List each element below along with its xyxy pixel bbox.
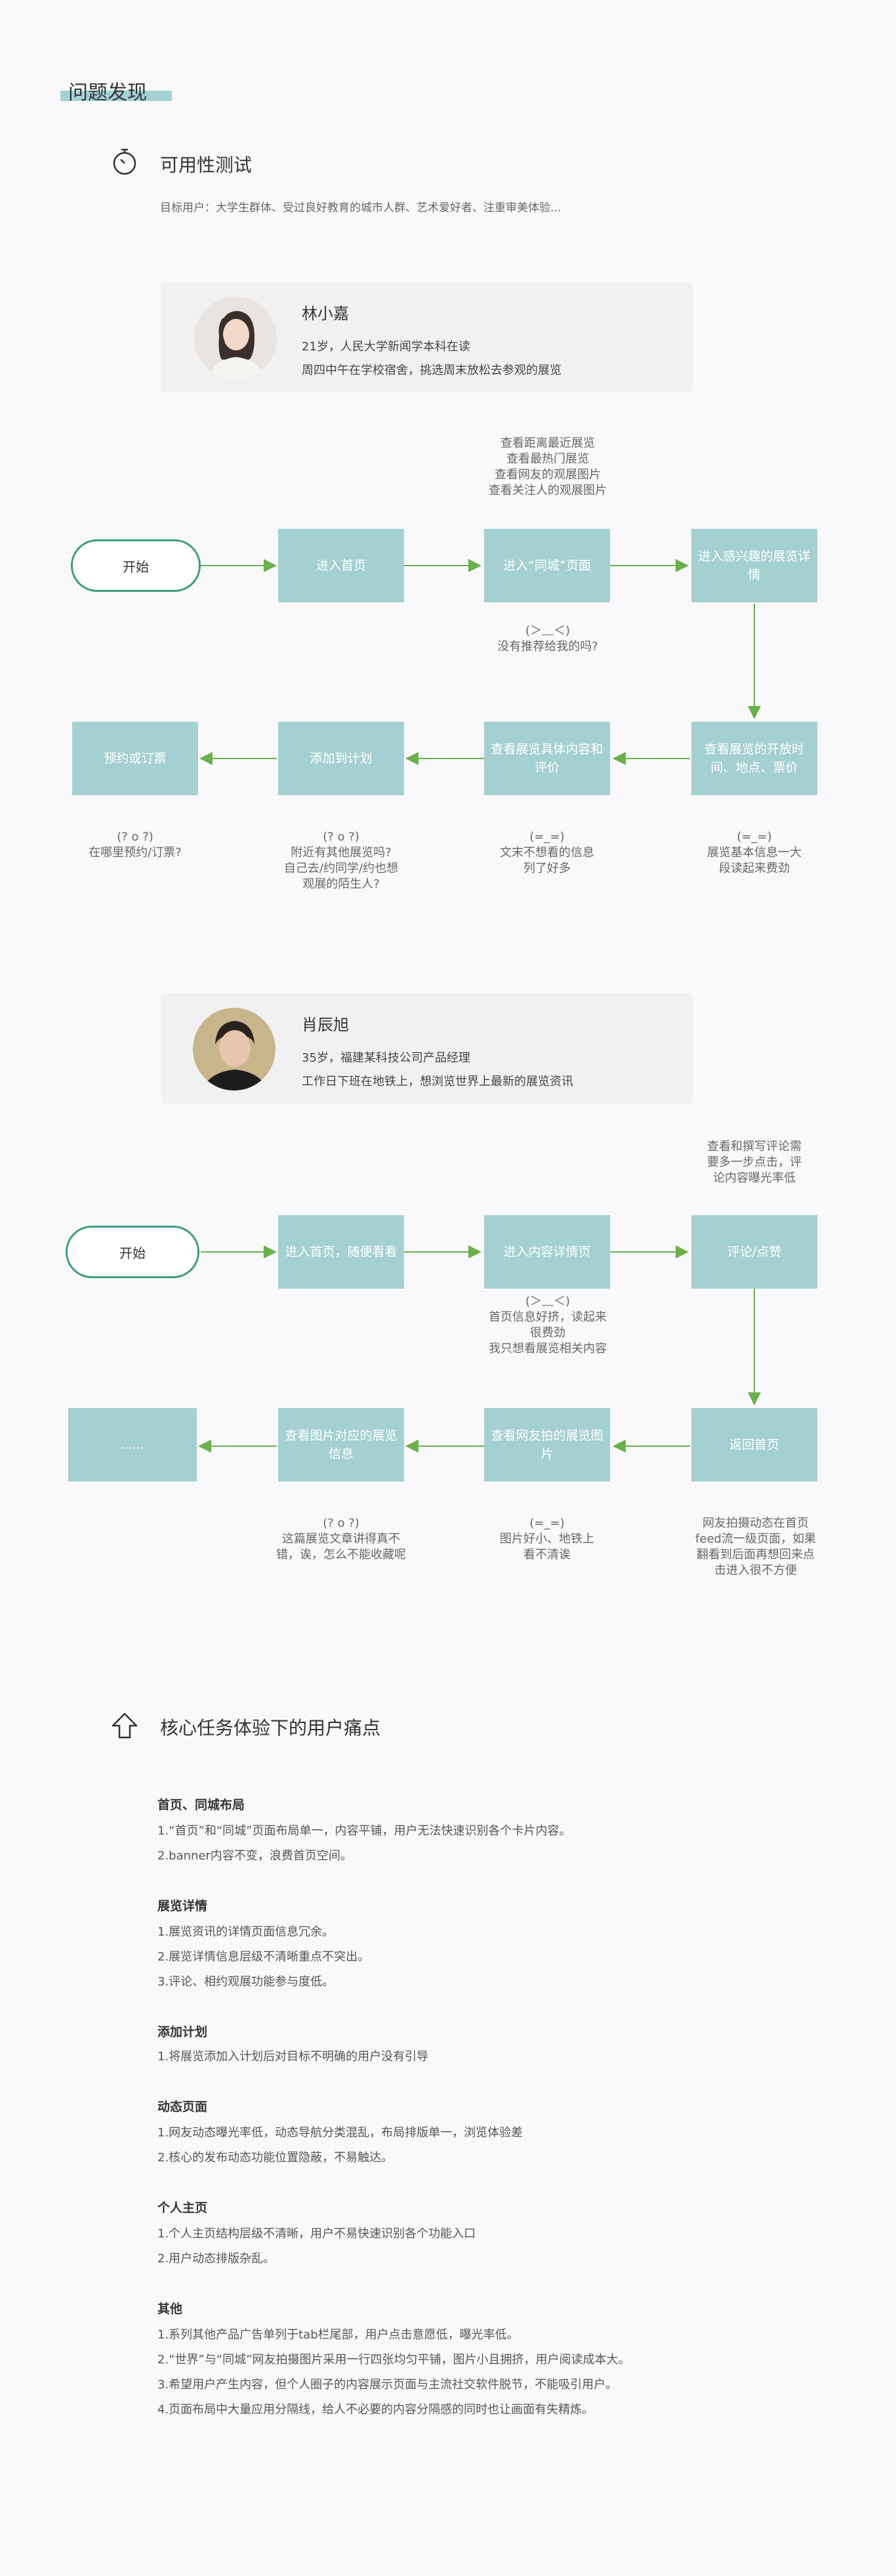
pain-item: 1.展览资讯的详情页面信息冗余。 [157, 1925, 335, 1939]
flow1-start: 开始 [71, 539, 201, 592]
pain-group-heading: 动态页面 [157, 2100, 208, 2114]
pain-item: 3.希望用户产生内容，但个人圈子的内容展示页面与主流社交软件脱节，不能吸引用户。 [157, 2378, 618, 2392]
flow2-note-photos: (=_=)图片好小、地铁上看不清诶 [500, 1516, 594, 1562]
pain-item: 1.将展览添加入计划后对目标不明确的用户没有引导 [157, 2050, 429, 2064]
persona-card-1: 林小嘉 21岁，人民大学新闻学本科在读 周四中午在学校宿舍，挑选周末放松去参观的… [161, 282, 693, 392]
flow2-step-detail: 进入内容详情页 [484, 1215, 610, 1289]
pain-group-heading: 展览详情 [157, 1899, 208, 1913]
flow2-mid-note: (＞﹏＜)首页信息好挤，读起来很费劲我只想看展览相关内容 [489, 1295, 607, 1356]
pain-item: 2.核心的发布动态功能位置隐蔽，不易触达。 [157, 2151, 394, 2165]
flow1-step-home: 进入首页 [278, 529, 404, 602]
usability-title: 可用性测试 [160, 154, 253, 176]
flow1-note-ticket: (? o ?)在哪里预约/订票? [89, 830, 182, 860]
persona-card-2: 肖辰旭 35岁，福建某科技公司产品经理 工作日下班在地铁上，想浏览世界上最新的展… [161, 993, 693, 1104]
section-title-highlight [60, 91, 172, 101]
pain-item: 1.系列其他产品广告单列于tab栏尾部，用户点击意愿低，曝光率低。 [157, 2328, 519, 2342]
flow2-note-exhibit-info: (? o ?)这篇展览文章讲得真不错，诶，怎么不能收藏呢 [276, 1516, 406, 1562]
persona-scenario: 工作日下班在地铁上，想浏览世界上最新的展览资讯 [302, 1075, 573, 1089]
persona-scenario: 周四中午在学校宿舍，挑选周末放松去参观的展览 [302, 364, 561, 377]
flow1-step-ticket: 预约或订票 [72, 722, 198, 795]
target-users: 目标用户：大学生群体、受过良好教育的城市人群、艺术爱好者、注重审美体验... [160, 201, 561, 215]
pain-group-heading: 其他 [157, 2302, 183, 2316]
pain-item: 1.网友动态曝光率低，动态导航分类混乱，布局排版单一，浏览体验差 [157, 2126, 523, 2140]
flow1-top-note: 查看距离最近展览查看最热门展览查看网友的观展图片查看关注人的观展图片 [489, 436, 607, 497]
stopwatch-icon [110, 147, 139, 176]
pain-item: 2.用户动态排版杂乱。 [157, 2252, 275, 2266]
flow1-mid-note: (＞﹏＜)没有推荐给我的吗? [497, 624, 598, 654]
flow2-step-photos: 查看网友拍的展览图片 [484, 1408, 610, 1482]
flow1-step-local: 进入“同城”页面 [484, 529, 610, 602]
flow1-note-plan: (? o ?)附近有其他展览吗?自己去/约同学/约也想观展的陌生人? [283, 830, 399, 891]
persona-info: 21岁，人民大学新闻学本科在读 [302, 340, 470, 354]
pain-group-heading: 添加计划 [157, 2025, 208, 2039]
section-title: 问题发现 [68, 81, 147, 104]
flow2-step-comment: 评论/点赞 [691, 1215, 817, 1289]
flow2-step-exhibit-info: 查看图片对应的展览信息 [278, 1408, 404, 1482]
avatar [194, 297, 277, 379]
up-arrow-icon [110, 1711, 139, 1740]
flow1-step-info: 查看展览的开放时间、地点、票价 [691, 722, 817, 795]
flow2-step-home: 进入首页，随便看看 [278, 1215, 404, 1289]
flow1-step-detail: 进入感兴趣的展览详情 [691, 529, 817, 602]
flow2-start: 开始 [66, 1226, 199, 1278]
flow2-step-more: ...... [68, 1408, 197, 1482]
pain-item: 1.个人主页结构层级不清晰，用户不易快速识别各个功能入口 [157, 2227, 476, 2241]
flow1-step-content: 查看展览具体内容和评价 [484, 722, 610, 795]
pain-item: 3.评论、相约观展功能参与度低。 [157, 1975, 335, 1989]
pain-item: 1.“首页”和“同城”页面布局单一，内容平铺，用户无法快速识别各个卡片内容。 [157, 1824, 571, 1838]
pain-group-heading: 首页、同城布局 [157, 1798, 245, 1812]
pain-item: 2.banner内容不变，浪费首页空间。 [157, 1849, 352, 1863]
persona-name: 林小嘉 [302, 304, 349, 323]
flow2-top-note: 查看和撰写评论需要多一步点击，评论内容曝光率低 [707, 1140, 802, 1185]
persona-name: 肖辰旭 [302, 1016, 349, 1034]
pain-item: 4.页面布局中大量应用分隔线，给人不必要的内容分隔感的同时也让画面有失精炼。 [157, 2403, 594, 2417]
persona-info: 35岁，福建某科技公司产品经理 [302, 1051, 470, 1065]
pain-points-title: 核心任务体验下的用户痛点 [160, 1717, 381, 1739]
pain-item: 2.展览详情信息层级不清晰重点不突出。 [157, 1950, 370, 1964]
pain-item: 2.“世界”与“同城”网友拍摄图片采用一行四张均匀平铺，图片小且拥挤，用户阅读成… [157, 2353, 630, 2367]
avatar [193, 1008, 275, 1091]
flow2-step-back: 返回首页 [691, 1408, 817, 1482]
pain-group-heading: 个人主页 [157, 2201, 208, 2215]
flow1-note-info: (=_=)展览基本信息一大段读起来费劲 [707, 830, 802, 875]
flow1-note-content: (=_=)文末不想看的信息列了好多 [500, 830, 594, 875]
flow1-step-plan: 添加到计划 [278, 722, 404, 795]
